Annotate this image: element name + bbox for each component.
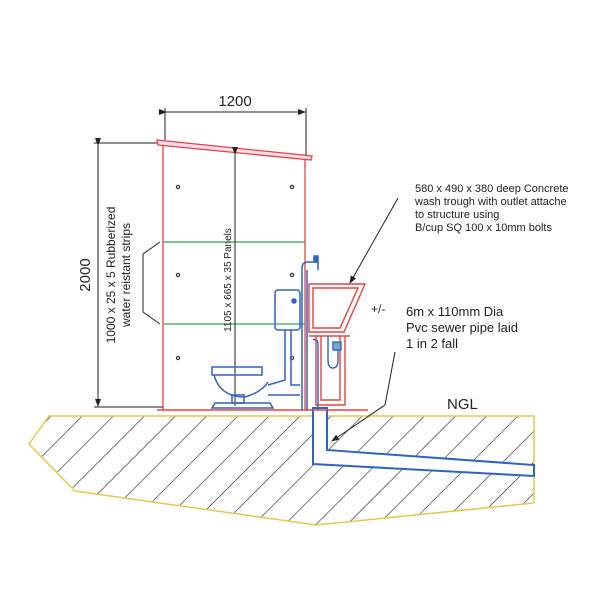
width-label: 1200 (218, 93, 251, 110)
sewer-pipe (312, 407, 535, 478)
trough-line-4: B/cup SQ 100 x 10mm bolts (415, 222, 552, 234)
pipe-annotation: 6m x 110mm Dia Pvc sewer pipe laid 1 in … (406, 304, 518, 351)
ngl-label: NGL (447, 396, 478, 413)
pipe-line-1: 6m x 110mm Dia (406, 304, 504, 319)
trough-drain (312, 336, 342, 410)
water-supply (301, 255, 319, 410)
trough-line-3: to structure using (415, 209, 499, 221)
tolerance-label: +/- (371, 302, 385, 316)
toilet (210, 289, 301, 409)
pipe-line-2: Pvc sewer pipe laid (406, 320, 518, 335)
trough-annotation: 580 x 490 x 380 deep Concrete wash troug… (414, 183, 569, 234)
trough-line-2: wash trough with outlet attache (414, 196, 567, 208)
strips-label-1: 1000 x 25 x 5 Rubberized (104, 207, 118, 344)
ground-section (28, 415, 535, 526)
pipe-leader (331, 351, 396, 442)
strips-label-2: water reistant strips (119, 223, 133, 328)
wash-trough (308, 283, 367, 406)
strip-bracket (142, 241, 161, 325)
trough-line-1: 580 x 490 x 380 deep Concrete (415, 183, 569, 195)
pipe-line-3: 1 in 2 fall (406, 336, 458, 351)
height-label: 2000 (77, 258, 94, 291)
trough-leader (349, 197, 399, 284)
panels-label: 1105 x 665 x 35 Panels (223, 228, 234, 332)
panel-bolts (175, 184, 295, 361)
